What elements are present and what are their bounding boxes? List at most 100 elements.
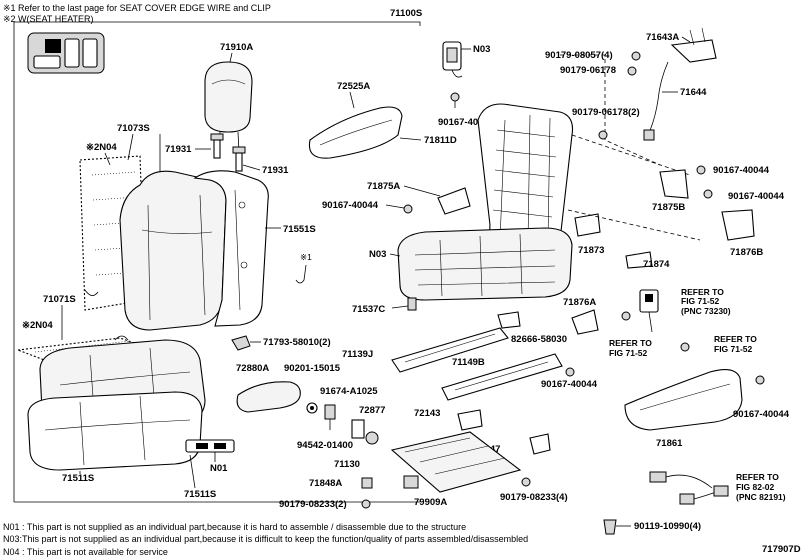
label-x2-N04-a[interactable]: ※2N04 xyxy=(86,142,117,153)
clip-71537C xyxy=(407,297,417,311)
side-cover-71875A xyxy=(437,187,471,215)
seat-heater-switch-panel xyxy=(27,32,105,74)
side-cover-71861 xyxy=(624,369,743,431)
label-N03-b[interactable]: N03 xyxy=(369,249,386,260)
leader-71876B xyxy=(567,209,701,241)
figure-id: 717907D xyxy=(762,544,801,555)
label-N03-a[interactable]: N03 xyxy=(473,44,490,55)
label-72880A[interactable]: 72880A xyxy=(236,363,269,374)
label-90167-40044-e[interactable]: 90167-40044 xyxy=(541,379,598,390)
label-71511S-a[interactable]: 71511S xyxy=(62,473,94,484)
connector-79909A xyxy=(403,475,419,489)
cushion-clip-n01 xyxy=(185,439,235,453)
label-79909A[interactable]: 79909A xyxy=(414,497,447,508)
label-90179-06178-a[interactable]: 90179-06178 xyxy=(560,65,616,76)
label-90179-06178-b[interactable]: 90179-06178(2) xyxy=(572,107,640,118)
label-71149B[interactable]: 71149B xyxy=(452,357,485,368)
screw-90167-e xyxy=(565,367,575,377)
label-71875B[interactable]: 71875B xyxy=(652,202,685,213)
seat-cover-wire-clip xyxy=(295,264,307,284)
label-x1[interactable]: ※1 xyxy=(300,252,312,262)
label-71874[interactable]: 71874 xyxy=(643,259,670,270)
label-71876B[interactable]: 71876B xyxy=(730,247,763,258)
label-71811D[interactable]: 71811D xyxy=(424,135,457,146)
label-90167-40044-c[interactable]: 90167-40044 xyxy=(713,165,770,176)
label-71139J[interactable]: 71139J xyxy=(342,349,373,360)
seat-adjuster-71130 xyxy=(390,431,522,493)
label-71073S[interactable]: 71073S xyxy=(117,123,150,134)
label-90119-10990[interactable]: 90119-10990(4) xyxy=(634,521,701,532)
label-90167-40044-b[interactable]: 90167-40044 xyxy=(322,200,379,211)
cover-71875B xyxy=(659,169,689,199)
label-x2-N04-b[interactable]: ※2N04 xyxy=(22,320,53,331)
ref3-line2[interactable]: FIG 71-52 xyxy=(714,344,753,354)
label-N01[interactable]: N01 xyxy=(210,463,228,474)
label-71644[interactable]: 71644 xyxy=(680,87,707,98)
label-71848A[interactable]: 71848A xyxy=(309,478,342,489)
ref1-line1[interactable]: REFER TO xyxy=(681,287,724,297)
buckle-bolt xyxy=(621,311,631,321)
seatback-cover xyxy=(119,170,227,331)
ref3-line1[interactable]: REFER TO xyxy=(714,334,757,344)
cover-71848A xyxy=(361,477,373,489)
label-71537C[interactable]: 71537C xyxy=(352,304,385,315)
label-71931-b[interactable]: 71931 xyxy=(262,165,289,176)
leader-71643A xyxy=(560,54,661,166)
recliner-cover-inner xyxy=(308,106,403,159)
cover-72877 xyxy=(351,419,379,445)
label-90167-40044-a[interactable]: 90167-40044 xyxy=(438,117,495,128)
footnote-n01: N01 : This part is not supplied as an in… xyxy=(3,522,466,532)
note-seat-heater: ※2 W(SEAT HEATER) xyxy=(3,14,94,24)
wire-harness xyxy=(649,471,729,505)
cover-71876B xyxy=(721,209,755,241)
ref1-line2[interactable]: FIG 71-52 xyxy=(681,296,720,306)
seat-cushion-pad xyxy=(27,391,203,471)
ref4-line3[interactable]: (PNC 82191) xyxy=(736,492,786,502)
label-71130[interactable]: 71130 xyxy=(334,459,360,470)
label-90179-08233-a[interactable]: 90179-08233(2) xyxy=(279,499,347,510)
screw-90179-06178-b xyxy=(598,130,608,140)
washer-90201 xyxy=(306,402,318,414)
bracket-72147 xyxy=(529,433,551,455)
label-94542-01400[interactable]: 94542-01400 xyxy=(297,440,353,451)
headrest-guide-left xyxy=(210,133,224,159)
label-71875A[interactable]: 71875A xyxy=(367,181,400,192)
label-assembly-71100S[interactable]: 71100S xyxy=(390,8,422,19)
ref2-line1[interactable]: REFER TO xyxy=(609,338,652,348)
bracket-82666 xyxy=(497,311,521,329)
screw-90167-b xyxy=(403,204,413,214)
label-71931-a[interactable]: 71931 xyxy=(165,144,192,155)
label-90167-40044-d[interactable]: 90167-40044 xyxy=(728,191,785,202)
screw-90179-08057 xyxy=(631,51,641,61)
ref2-line2[interactable]: FIG 71-52 xyxy=(609,348,648,358)
label-71861[interactable]: 71861 xyxy=(656,438,683,449)
label-72877[interactable]: 72877 xyxy=(359,405,385,416)
label-82666-58030[interactable]: 82666-58030 xyxy=(511,334,567,345)
label-71793-58010[interactable]: 71793-58010(2) xyxy=(263,337,331,348)
leader-frame-right xyxy=(571,134,691,176)
seatback-pad xyxy=(193,170,269,327)
label-90201-15015[interactable]: 90201-15015 xyxy=(284,363,341,374)
label-71511S-b[interactable]: 71511S xyxy=(184,489,216,500)
label-91674-A1025[interactable]: 91674-A1025 xyxy=(320,386,378,397)
label-71876A[interactable]: 71876A xyxy=(563,297,596,308)
label-72525A[interactable]: 72525A xyxy=(337,81,370,92)
screw-90179-08233-a xyxy=(361,499,371,509)
assembly-bracket-top xyxy=(14,21,421,26)
cover-71873 xyxy=(574,213,601,237)
label-71643A[interactable]: 71643A xyxy=(646,32,679,43)
label-71873[interactable]: 71873 xyxy=(578,245,604,256)
label-72143[interactable]: 72143 xyxy=(414,408,440,419)
ref4-line1[interactable]: REFER TO xyxy=(736,472,779,482)
label-90179-08057[interactable]: 90179-08057(4) xyxy=(545,50,613,61)
label-90179-08233-b[interactable]: 90179-08233(4) xyxy=(500,492,568,503)
ref1-line3[interactable]: (PNC 73230) xyxy=(681,306,731,316)
buckle-nut xyxy=(680,342,690,352)
label-90167-40044-f[interactable]: 90167-40044 xyxy=(733,409,790,420)
label-71071S[interactable]: 71071S xyxy=(43,294,76,305)
footnote-n04: N04 : This part is not available for ser… xyxy=(3,547,168,557)
label-71551S[interactable]: 71551S xyxy=(283,224,316,235)
label-71910A[interactable]: 71910A xyxy=(220,42,253,53)
ref4-line2[interactable]: FIG 82-02 xyxy=(736,482,775,492)
